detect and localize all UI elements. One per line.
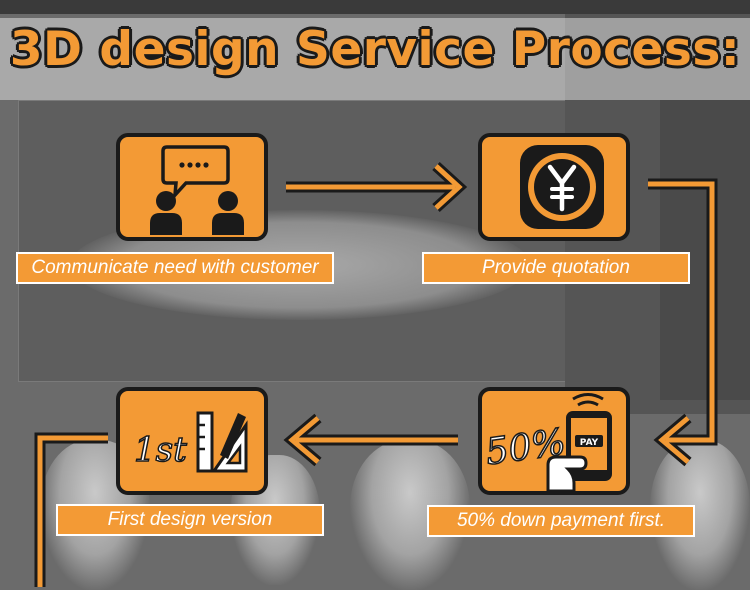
arrow-down-right: [648, 178, 718, 467]
software-menubar: [0, 0, 750, 14]
yuan-coin-icon: [520, 145, 604, 229]
software-tool-panel: [660, 100, 750, 400]
pay-text: PAY: [580, 438, 599, 448]
step-down-payment: 50% PAY: [478, 387, 630, 495]
arrow-right: [286, 161, 468, 213]
page-title: 3D design Service Process:: [9, 22, 741, 77]
design-tools-icon: 1st: [133, 411, 248, 473]
step-communicate: [116, 133, 268, 241]
mobile-payment-icon: 50% PAY: [482, 393, 612, 491]
arrow-down-left: [34, 432, 108, 587]
arrow-left: [283, 413, 458, 467]
step-label-quotation: Provide quotation: [422, 252, 690, 284]
chat-people-icon: [150, 145, 244, 235]
step-quotation: [478, 133, 630, 241]
title-band: [0, 18, 750, 100]
step-label-communicate: Communicate need with customer: [16, 252, 334, 284]
step-first-design: 1st: [116, 387, 268, 495]
step-label-down-payment: 50% down payment first.: [427, 505, 695, 537]
step-label-first-design: First design version: [56, 504, 324, 536]
icon-first-text: 1st: [134, 430, 187, 470]
